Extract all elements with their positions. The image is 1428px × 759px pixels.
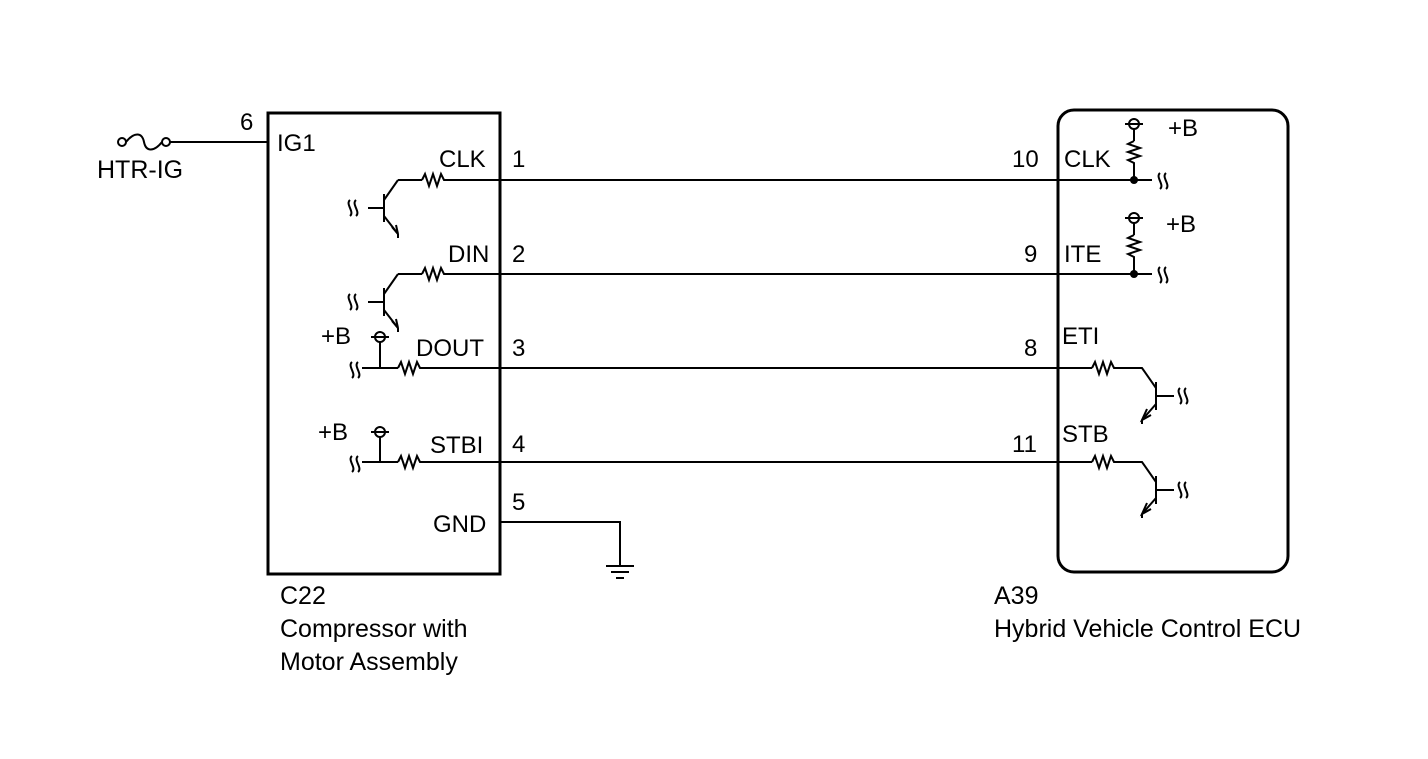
ecu-eti-transistor [1058, 361, 1189, 424]
pin-number-8: 8 [1024, 335, 1037, 362]
ecu-code: A39 [994, 582, 1038, 610]
ecu-terminal-eti-label: ETI [1062, 323, 1099, 350]
compressor-box [266, 111, 502, 576]
stbi-input-circuit [349, 426, 500, 473]
pin-number-5: 5 [512, 489, 525, 516]
terminal-gnd-label: GND [433, 511, 486, 538]
pin-number-2: 2 [512, 241, 525, 268]
ecu-clk-pullup [1058, 118, 1169, 190]
pin-number-1: 1 [512, 146, 525, 173]
terminal-clk-label: CLK [439, 146, 486, 173]
terminal-stbi-label: STBI [430, 432, 483, 459]
pin-number-9: 9 [1024, 241, 1037, 268]
dout-supply-label: +B [321, 323, 351, 350]
pin-number-4: 4 [512, 431, 525, 458]
ecu-name: Hybrid Vehicle Control ECU [994, 615, 1301, 643]
stbi-supply-label: +B [318, 419, 348, 446]
compressor-code: C22 [280, 582, 326, 610]
pin-number-10: 10 [1012, 146, 1039, 173]
compressor-name-line2: Motor Assembly [280, 648, 458, 676]
ecu-box [1056, 108, 1290, 574]
pin-number-ig1: 6 [240, 109, 253, 136]
terminal-din-label: DIN [448, 241, 489, 268]
ecu-terminal-clk-label: CLK [1064, 146, 1111, 173]
fuse-label: HTR-IG [97, 156, 183, 184]
clk-transistor [347, 173, 500, 238]
pin-number-11: 11 [1012, 431, 1037, 458]
terminal-dout-label: DOUT [416, 335, 484, 362]
compressor-name-line1: Compressor with [280, 615, 468, 643]
terminal-ig1-label: IG1 [277, 130, 316, 157]
ground-symbol [500, 521, 635, 579]
ecu-ite-supply-label: +B [1166, 211, 1196, 238]
pin-number-3: 3 [512, 335, 525, 362]
ecu-clk-supply-label: +B [1168, 115, 1198, 142]
ecu-terminal-ite-label: ITE [1064, 241, 1101, 268]
ecu-ite-pullup [1058, 212, 1169, 284]
fuse-symbol [117, 133, 268, 151]
ecu-terminal-stb-label: STB [1062, 421, 1109, 448]
dout-input-circuit [349, 331, 500, 379]
ecu-stb-transistor [1058, 455, 1189, 518]
din-transistor [347, 267, 500, 332]
